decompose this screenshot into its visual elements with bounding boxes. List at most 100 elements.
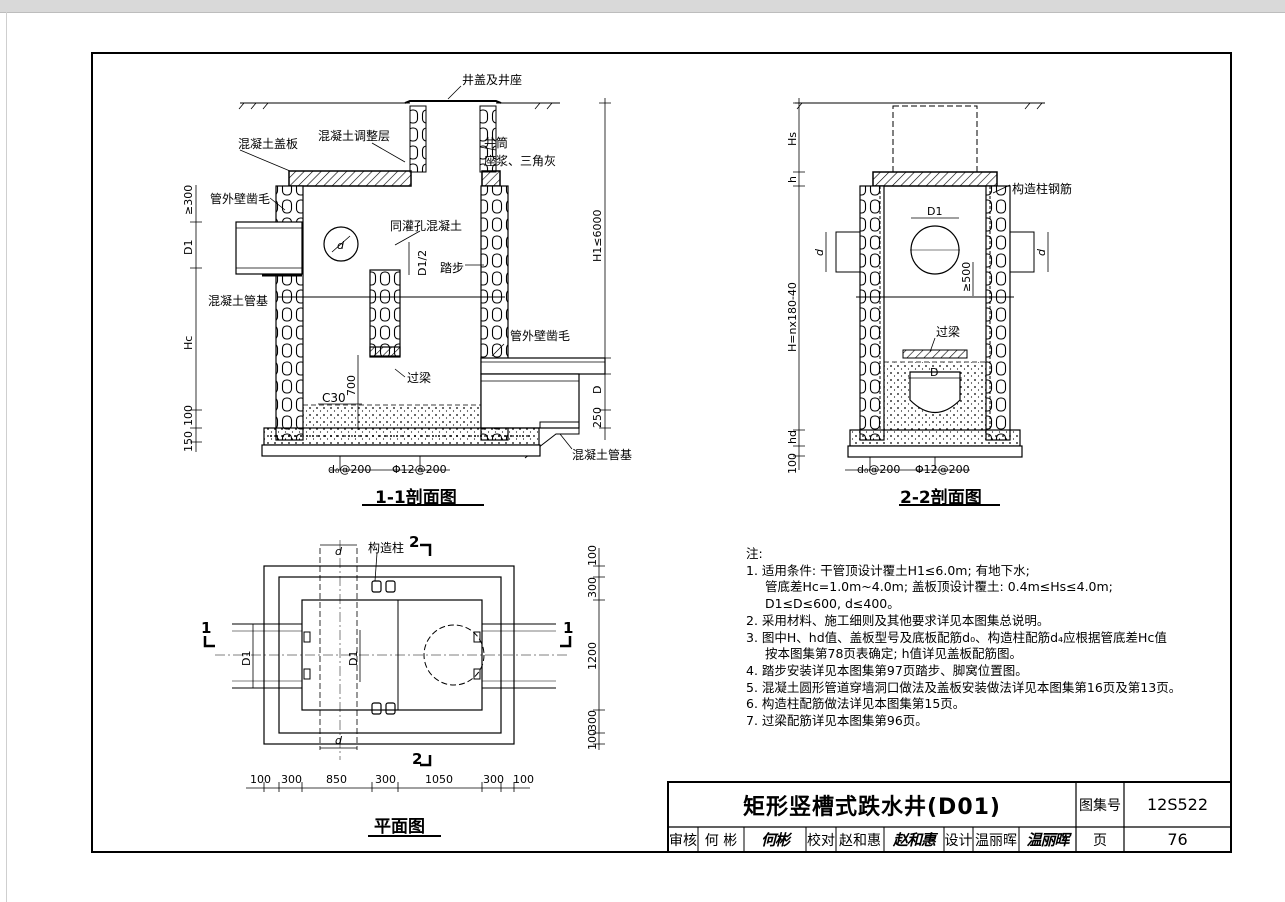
plan-dim-b0: 100 (250, 773, 271, 786)
sheet-border (91, 52, 1232, 853)
plan-dim-d-top: d (335, 545, 343, 558)
note-line-4: 2. 采用材料、施工细则及其他要求详见本图集总说明。 (746, 612, 1050, 628)
dim-d1-2: D1 (927, 205, 942, 218)
section-1-1-labels: 井盖及井座 混凝土盖板 混凝土调整层 井筒 座浆、三角灰 管外壁凿毛 同灌孔混凝… (182, 72, 632, 508)
label-pipe-wall-left: 管外壁凿毛 (210, 191, 270, 206)
check-label: 校对 (807, 832, 835, 849)
atlas-number: 12S522 (1146, 795, 1209, 814)
label-base-left: 混凝土管基 (208, 293, 268, 308)
note-line-1: 1. 适用条件: 干管顶设计覆土H1≤6.0m; 有地下水; (746, 562, 1030, 578)
label-beam-2: 过梁 (936, 324, 960, 339)
note-line-3: D1≤D≤600, d≤400。 (765, 596, 900, 612)
title-section-1-1: 1-1剖面图 (375, 487, 457, 508)
dim-d-left: d (813, 248, 826, 256)
label-column: 构造柱 (368, 540, 404, 555)
note-line-5: 3. 图中H、hd值、盖板型号及底板配筋d₀、构造柱配筋d₄应根据管底差Hc值 (746, 629, 1167, 645)
plan-dim-b6: 100 (513, 773, 534, 786)
atlas-label: 图集号 (1079, 797, 1121, 814)
plan-view (203, 540, 605, 837)
review-signature: 何彬 (760, 831, 790, 849)
label-rebar: 构造柱钢筋 (1012, 181, 1072, 196)
title-block-lines (667, 781, 1232, 853)
dim-d-2: D (930, 366, 938, 379)
label-base-right: 混凝土管基 (572, 447, 632, 462)
title-plan: 平面图 (374, 817, 425, 837)
dim-d: D (591, 386, 604, 394)
dim-hd: hd (786, 430, 799, 444)
check-signature: 赵和惠 (892, 831, 936, 849)
plan-dim-b5: 300 (483, 773, 504, 786)
viewer-top-bar (0, 0, 1285, 13)
note-line-8: 5. 混凝土圆形管道穿墙洞口做法及盖板安装做法详见本图集第16页及第13页。 (746, 679, 1182, 695)
dim-500: ≥500 (960, 262, 973, 292)
page-label: 页 (1093, 832, 1107, 849)
label-d0-2: d₀@200 (857, 463, 900, 476)
check-name: 赵和惠 (839, 832, 881, 849)
cut-label-2-top: 2 (409, 533, 419, 551)
label-shaft: 井筒 (484, 135, 508, 150)
plan-dim-r0: 100 (586, 545, 599, 566)
review-label: 审核 (669, 832, 697, 849)
cut-label-2-bottom: 2 (412, 750, 422, 768)
dim-100: 100 (182, 405, 195, 426)
drawing-title: 矩形竖槽式跌水井(D01) (743, 794, 1001, 820)
design-label: 设计 (944, 832, 973, 849)
label-concrete-cover: 混凝土盖板 (238, 136, 298, 151)
viewer-left-edge (6, 12, 7, 902)
note-line-9: 6. 构造柱配筋做法详见本图集第15页。 (746, 696, 966, 712)
label-beam: 过梁 (407, 370, 431, 385)
label-pipe-wall-right: 管外壁凿毛 (510, 328, 570, 343)
dim-300: ≥300 (182, 185, 195, 215)
dim-d1: D1 (182, 240, 195, 255)
section-1-1 (190, 85, 611, 506)
dim-d1-half: D1/2 (416, 250, 429, 276)
label-phi12-2: Φ12@200 (915, 463, 970, 476)
plan-dim-r3: 300 (586, 710, 599, 731)
dim-150: 150 (182, 431, 195, 452)
dim-hs: Hs (786, 132, 799, 146)
dim-100-2: 100 (786, 453, 799, 474)
dim-250: 250 (591, 407, 604, 428)
title-section-2-2: 2-2剖面图 (900, 487, 982, 508)
label-fill-hole: 同灌孔混凝土 (390, 218, 462, 233)
label-cover: 井盖及井座 (462, 72, 522, 87)
label-step: 踏步 (440, 261, 464, 275)
section-2-2-labels: 构造柱钢筋 过梁 d₀@200 Φ12@200 D1 D Hs h H=nx18… (786, 132, 1072, 508)
note-line-2: 管底差Hc=1.0m~4.0m; 盖板顶设计覆土: 0.4m≤Hs≤4.0m; (765, 579, 1113, 595)
plan-dim-b4: 1050 (425, 773, 453, 786)
plan-dim-b3: 300 (375, 773, 396, 786)
plan-dim-b2: 850 (326, 773, 347, 786)
design-signature: 温丽晖 (1026, 831, 1069, 849)
dim-h: h (786, 176, 799, 183)
notes-block: 注: 1. 适用条件: 干管顶设计覆土H1≤6.0m; 有地下水; 管底差Hc=… (746, 546, 1216, 730)
design-name: 温丽晖 (975, 832, 1017, 849)
label-d0: d₀@200 (328, 463, 371, 476)
label-c30: C30 (322, 391, 346, 405)
plan-dim-d1-left: D1 (240, 651, 253, 666)
page-number: 76 (1167, 830, 1188, 849)
plan-dim-d-bottom: d (335, 734, 343, 747)
dim-h-formula: H=nx180-40 (786, 282, 799, 352)
plan-dim-d1-center: D1 (347, 651, 360, 666)
plan-dim-b1: 300 (281, 773, 302, 786)
label-mortar: 座浆、三角灰 (484, 153, 556, 168)
cut-label-1-right: 1 (563, 619, 573, 637)
plan-dim-r4: 100 (586, 729, 599, 750)
section-2-2 (793, 98, 1049, 506)
label-phi12: Φ12@200 (392, 463, 447, 476)
note-line-10: 7. 过梁配筋详见本图集第96页。 (746, 713, 928, 729)
note-line-6: 按本图集第78页表确定; h值详见盖板配筋图。 (765, 646, 1023, 662)
label-d-circle: d (337, 239, 345, 252)
plan-dim-r1: 300 (586, 577, 599, 598)
note-line-7: 4. 踏步安装详见本图集第97页踏步、脚窝位置图。 (746, 662, 1028, 678)
cut-label-1-left: 1 (201, 619, 211, 637)
label-leveling: 混凝土调整层 (318, 128, 390, 143)
dim-h1: H1≤6000 (591, 210, 604, 262)
dim-700: 700 (345, 375, 358, 396)
dim-hc: Hc (182, 336, 195, 350)
notes-heading: 注: (746, 546, 763, 561)
plan-dim-r2: 1200 (586, 642, 599, 670)
dim-d-right: d (1035, 248, 1048, 256)
